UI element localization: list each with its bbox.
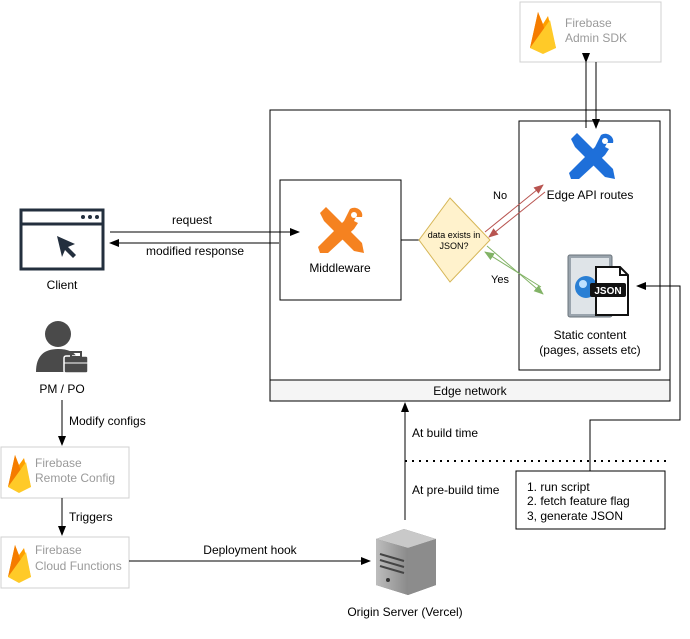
modify-configs-label: Modify configs: [69, 414, 146, 428]
middleware-label: Middleware: [309, 261, 371, 275]
script-step-3: 3, generate JSON: [527, 509, 623, 523]
orange-tools-icon: [318, 207, 364, 253]
static-content-line2: (pages, assets etc): [539, 343, 640, 357]
decision-line1: data exists in: [428, 230, 481, 240]
decision-line2: JSON?: [439, 241, 468, 251]
pm-po-label: PM / PO: [39, 382, 84, 396]
edge-network-container: Edge network: [269, 109, 671, 402]
firebase-admin-line2: Admin SDK: [565, 31, 627, 45]
static-content-line1: Static content: [554, 328, 627, 342]
firebase-flame-icon: [8, 455, 31, 493]
server-icon: [376, 529, 436, 595]
data-exists-decision: data exists in JSON?: [418, 197, 491, 283]
remote-config-line2: Remote Config: [35, 471, 115, 485]
static-content-node: JSON Static content (pages, assets etc): [539, 254, 641, 357]
generate-json-arrow: [589, 282, 681, 471]
origin-server-label: Origin Server (Vercel): [347, 605, 462, 619]
edge-network-label: Edge network: [433, 384, 507, 398]
cloud-functions-line1: Firebase: [35, 543, 82, 557]
request-label: request: [172, 213, 213, 227]
firebase-admin-line1: Firebase: [565, 16, 612, 30]
firebase-flame-icon: [8, 545, 31, 583]
firebase-flame-icon: [530, 12, 556, 54]
yes-label: Yes: [491, 274, 509, 286]
edge-api-label: Edge API routes: [547, 188, 634, 202]
deployment-hook-label: Deployment hook: [203, 543, 297, 557]
no-label: No: [493, 190, 507, 202]
triggers-label: Triggers: [69, 510, 113, 524]
at-build-time-label: At build time: [412, 426, 478, 440]
json-badge: JSON: [594, 286, 621, 297]
yes-arrow: [484, 245, 544, 295]
firebase-admin-sdk-node: Firebase Admin SDK: [519, 1, 662, 63]
edge-services-box: [518, 120, 661, 371]
pm-po-node: PM / PO: [36, 321, 89, 396]
firebase-cloud-functions-node: Firebase Cloud Functions: [0, 536, 130, 589]
json-file-icon: JSON: [567, 254, 629, 318]
at-pre-build-time-label: At pre-build time: [412, 483, 500, 497]
cloud-functions-line2: Cloud Functions: [35, 559, 122, 573]
person-briefcase-icon: [36, 321, 89, 374]
middleware-node: Middleware: [279, 179, 402, 301]
remote-config-line1: Firebase: [35, 456, 82, 470]
modified-response-label: modified response: [146, 244, 244, 258]
client-node: Client: [19, 208, 105, 292]
script-step-2: 2. fetch feature flag: [527, 494, 630, 508]
blue-tools-icon: [569, 133, 615, 179]
edge-api-routes-node: Edge API routes: [547, 133, 634, 202]
script-steps-node: 1. run script 2. fetch feature flag 3, g…: [515, 470, 666, 530]
script-step-1: 1. run script: [527, 480, 590, 494]
origin-server-node: Origin Server (Vercel): [347, 529, 463, 619]
client-label: Client: [47, 278, 78, 292]
no-arrow: [484, 184, 546, 238]
cursor-icon: [57, 236, 76, 258]
firebase-remote-config-node: Firebase Remote Config: [0, 446, 130, 499]
